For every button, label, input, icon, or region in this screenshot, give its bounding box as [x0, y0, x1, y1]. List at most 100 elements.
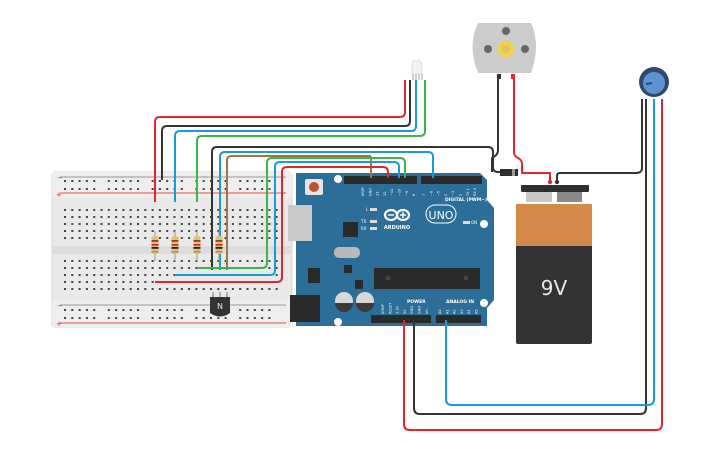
breadboard-hole[interactable] — [129, 281, 132, 283]
breadboard-hole[interactable] — [268, 188, 271, 190]
breadboard-hole[interactable] — [166, 223, 169, 225]
analog-header[interactable] — [436, 315, 481, 323]
breadboard-hole[interactable] — [78, 209, 81, 211]
wire-led-black[interactable] — [161, 80, 411, 180]
breadboard-hole[interactable] — [246, 309, 249, 311]
breadboard-hole[interactable] — [166, 288, 169, 290]
breadboard-hole[interactable] — [261, 288, 264, 290]
breadboard-hole[interactable] — [210, 317, 212, 319]
breadboard-hole[interactable] — [253, 230, 256, 232]
breadboard-hole[interactable] — [71, 281, 74, 283]
breadboard-hole[interactable] — [246, 188, 249, 190]
breadboard-hole[interactable] — [85, 274, 88, 276]
breadboard-hole[interactable] — [100, 216, 103, 218]
breadboard-hole[interactable] — [64, 237, 66, 239]
breadboard-hole[interactable] — [100, 281, 103, 283]
breadboard-hole[interactable] — [166, 216, 169, 218]
breadboard-hole[interactable] — [129, 216, 132, 218]
breadboard-hole[interactable] — [151, 188, 154, 190]
breadboard-hole[interactable] — [78, 267, 81, 269]
breadboard-hole[interactable] — [100, 237, 103, 239]
breadboard-hole[interactable] — [151, 317, 154, 319]
breadboard-hole[interactable] — [115, 288, 118, 290]
breadboard-hole[interactable] — [85, 223, 88, 225]
breadboard-hole[interactable] — [137, 216, 139, 218]
digital-header-1[interactable] — [344, 176, 417, 184]
breadboard-hole[interactable] — [246, 230, 249, 232]
breadboard-hole[interactable] — [115, 281, 118, 283]
breadboard-hole[interactable] — [144, 274, 147, 276]
breadboard-hole[interactable] — [85, 216, 88, 218]
breadboard-hole[interactable] — [173, 317, 176, 319]
breadboard-hole[interactable] — [71, 230, 74, 232]
breadboard-hole[interactable] — [224, 260, 227, 262]
breadboard-hole[interactable] — [188, 230, 191, 232]
breadboard-hole[interactable] — [64, 188, 66, 190]
breadboard-hole[interactable] — [78, 260, 81, 262]
breadboard-hole[interactable] — [261, 180, 264, 182]
breadboard-hole[interactable] — [202, 230, 205, 232]
breadboard-hole[interactable] — [158, 267, 161, 269]
digital-header-2[interactable] — [421, 176, 482, 184]
breadboard-hole[interactable] — [85, 230, 88, 232]
breadboard-hole[interactable] — [100, 274, 103, 276]
wire-led-blue[interactable] — [174, 80, 417, 202]
breadboard-hole[interactable] — [93, 317, 96, 319]
breadboard-hole[interactable] — [275, 223, 278, 225]
breadboard-hole[interactable] — [166, 209, 169, 211]
breadboard-hole[interactable] — [158, 209, 161, 211]
breadboard-hole[interactable] — [115, 216, 118, 218]
breadboard-hole[interactable] — [253, 223, 256, 225]
breadboard-hole[interactable] — [166, 237, 169, 239]
breadboard-hole[interactable] — [107, 223, 110, 225]
breadboard-hole[interactable] — [144, 281, 147, 283]
breadboard-hole[interactable] — [239, 288, 242, 290]
breadboard-hole[interactable] — [268, 317, 271, 319]
breadboard-hole[interactable] — [151, 274, 154, 276]
breadboard-hole[interactable] — [188, 260, 191, 262]
breadboard-hole[interactable] — [93, 309, 96, 311]
breadboard-hole[interactable] — [107, 281, 110, 283]
breadboard-hole[interactable] — [224, 180, 227, 182]
breadboard-hole[interactable] — [122, 223, 125, 225]
breadboard-hole[interactable] — [107, 317, 110, 319]
breadboard-hole[interactable] — [246, 216, 249, 218]
breadboard-hole[interactable] — [253, 309, 256, 311]
breadboard-hole[interactable] — [144, 288, 147, 290]
breadboard-hole[interactable] — [275, 260, 278, 262]
breadboard-hole[interactable] — [253, 180, 256, 182]
breadboard-hole[interactable] — [122, 230, 125, 232]
breadboard-hole[interactable] — [173, 267, 176, 269]
breadboard-hole[interactable] — [115, 230, 118, 232]
breadboard-hole[interactable] — [246, 223, 249, 225]
breadboard-hole[interactable] — [93, 274, 96, 276]
breadboard-hole[interactable] — [107, 260, 110, 262]
breadboard-hole[interactable] — [180, 223, 183, 225]
breadboard-hole[interactable] — [100, 209, 103, 211]
breadboard-hole[interactable] — [151, 216, 154, 218]
breadboard-hole[interactable] — [275, 267, 278, 269]
breadboard-hole[interactable] — [85, 317, 88, 319]
breadboard-hole[interactable] — [275, 216, 278, 218]
breadboard-hole[interactable] — [107, 230, 110, 232]
breadboard-hole[interactable] — [253, 288, 256, 290]
breadboard-hole[interactable] — [268, 309, 271, 311]
breadboard-hole[interactable] — [129, 288, 132, 290]
breadboard-hole[interactable] — [275, 237, 278, 239]
breadboard-hole[interactable] — [261, 188, 264, 190]
breadboard-hole[interactable] — [71, 267, 74, 269]
breadboard-hole[interactable] — [151, 288, 154, 290]
breadboard-hole[interactable] — [151, 223, 154, 225]
breadboard-hole[interactable] — [107, 309, 110, 311]
breadboard-hole[interactable] — [246, 288, 249, 290]
breadboard-hole[interactable] — [180, 260, 183, 262]
wire-pot-a1[interactable] — [445, 99, 655, 406]
resistor[interactable] — [215, 231, 223, 261]
breadboard-hole[interactable] — [64, 223, 66, 225]
breadboard-hole[interactable] — [268, 223, 271, 225]
breadboard-hole[interactable] — [246, 260, 249, 262]
breadboard-hole[interactable] — [158, 230, 161, 232]
breadboard-hole[interactable] — [239, 309, 242, 311]
breadboard-hole[interactable] — [231, 288, 234, 290]
breadboard-hole[interactable] — [217, 188, 220, 190]
